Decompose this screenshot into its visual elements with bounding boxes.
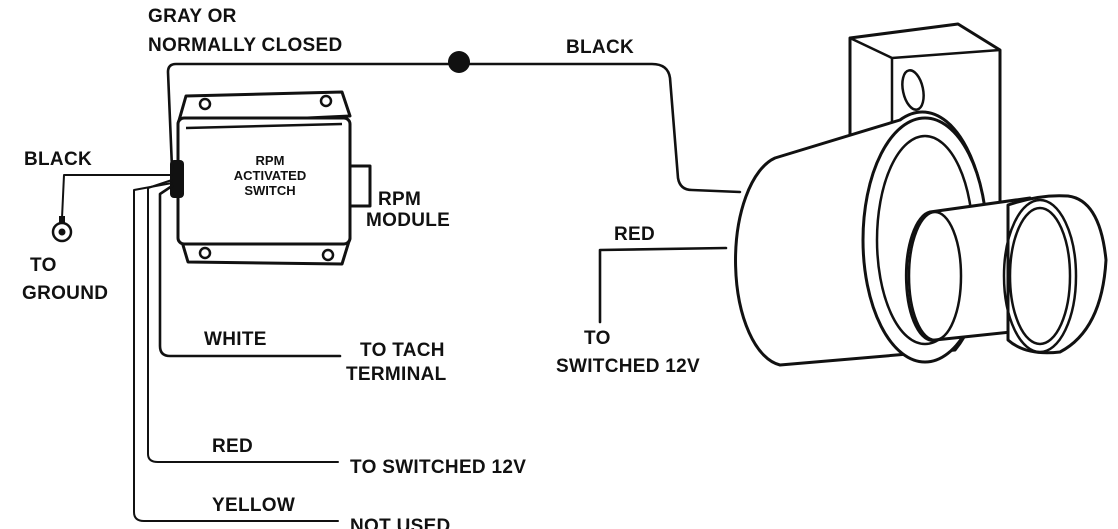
label-module-line2: MODULE (366, 210, 450, 231)
switch-label-line1: RPM (256, 153, 285, 168)
wire-yellow-unused (133, 182, 339, 522)
label-gray-line1: GRAY OR (148, 6, 237, 27)
label-black-top: BLACK (566, 37, 634, 58)
wire-red-solenoid (598, 246, 728, 324)
switch-label-line2: ACTIVATED (234, 168, 306, 183)
solenoid (734, 22, 1108, 367)
label-gray-line2: NORMALLY CLOSED (148, 35, 343, 56)
ground-ring-terminal-icon (51, 216, 73, 243)
label-yellow-dest: NOT USED (350, 516, 451, 529)
label-to-switched-line2: SWITCHED 12V (556, 356, 700, 377)
rpm-module-plug (348, 164, 372, 208)
wire-red-switched (147, 179, 339, 463)
label-red-bottom: RED (212, 436, 253, 457)
label-to-switched-line1: TO (584, 328, 611, 349)
wire-gray-normally-closed (166, 62, 742, 194)
label-yellow: YELLOW (212, 495, 295, 516)
label-module-line1: RPM (378, 189, 421, 210)
label-red-bottom-dest: TO SWITCHED 12V (350, 457, 526, 478)
label-tach-line1: TO TACH (360, 340, 445, 361)
label-red-right: RED (614, 224, 655, 245)
label-tach-line2: TERMINAL (346, 364, 447, 385)
wire-black-ground (61, 174, 173, 219)
wire-white-tach (158, 184, 342, 358)
label-white: WHITE (204, 329, 267, 350)
switch-wire-connector (170, 160, 184, 198)
wire-splice-node (448, 51, 470, 73)
switch-label-line3: SWITCH (244, 183, 295, 198)
label-black-left: BLACK (24, 149, 92, 170)
label-to-ground-line1: TO (30, 255, 57, 276)
bracket-mounting-hole (901, 69, 925, 111)
label-to-ground-line2: GROUND (22, 283, 108, 304)
rpm-activated-switch: RPM ACTIVATED SWITCH (170, 90, 372, 266)
